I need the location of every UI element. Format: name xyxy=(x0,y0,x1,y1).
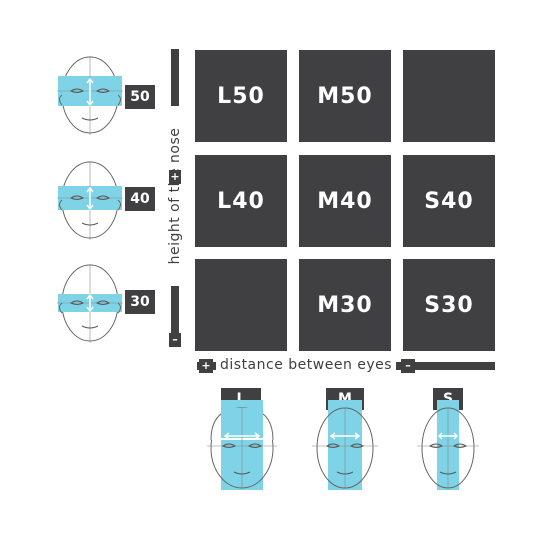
cell-l40: L40 xyxy=(195,155,287,247)
face-nose-30-icon xyxy=(57,264,123,343)
nose-height-tag-40: 40 xyxy=(125,187,155,211)
cell-empty-s50 xyxy=(403,50,495,142)
face-eye-l-icon xyxy=(207,400,277,490)
nose-height-tag-30: 30 xyxy=(125,290,155,314)
face-nose-50-icon xyxy=(57,56,123,135)
cell-m30: M30 xyxy=(299,259,391,351)
cell-m50: M50 xyxy=(299,50,391,142)
horizontal-axis-plus: + xyxy=(199,359,213,373)
vertical-axis-plus: + xyxy=(169,170,181,184)
cell-empty-l30 xyxy=(195,259,287,351)
face-eye-s-icon xyxy=(417,400,479,490)
face-eye-m-icon xyxy=(312,400,378,490)
cell-s40: S40 xyxy=(403,155,495,247)
cell-m40: M40 xyxy=(299,155,391,247)
face-nose-40-icon xyxy=(57,161,123,240)
horizontal-axis-label: distance between eyes xyxy=(216,355,397,375)
nose-height-tag-50: 50 xyxy=(125,85,155,109)
horizontal-axis-minus: – xyxy=(401,359,415,373)
vertical-axis-label: height of the nose xyxy=(167,106,183,286)
cell-l50: L50 xyxy=(195,50,287,142)
vertical-axis-minus: – xyxy=(169,333,181,347)
cell-s30: S30 xyxy=(403,259,495,351)
